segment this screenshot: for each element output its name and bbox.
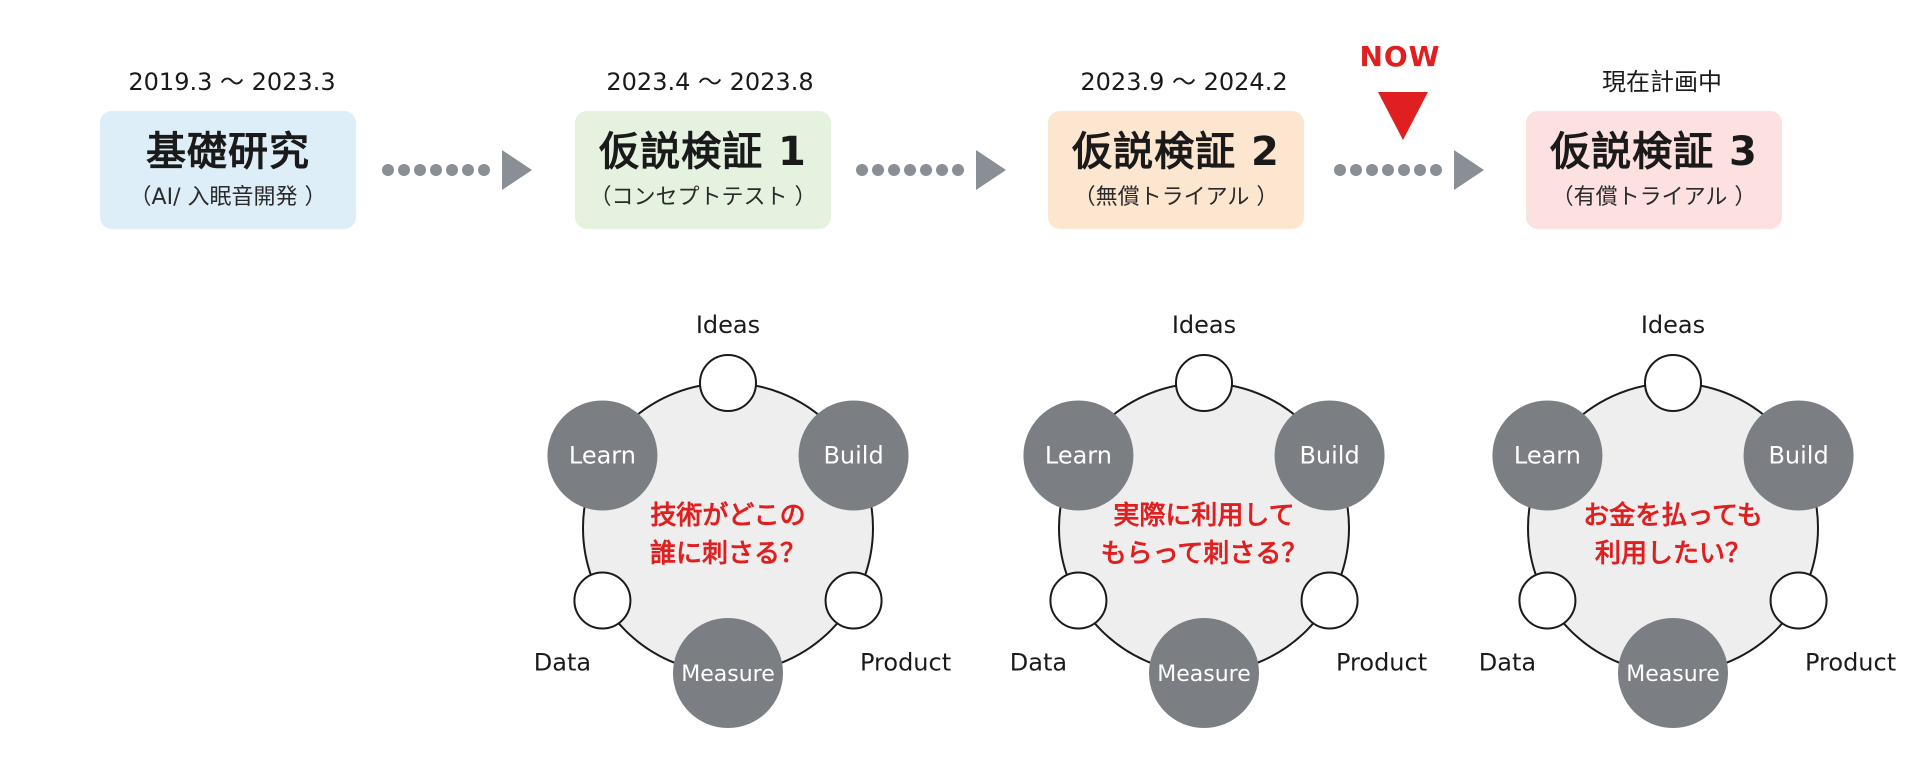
build-node: [1274, 400, 1385, 511]
data-node: [573, 571, 632, 630]
arrow-dot: [888, 164, 900, 176]
arrow-dot: [1334, 164, 1346, 176]
product-node: [1300, 571, 1359, 630]
arrow-dot: [936, 164, 948, 176]
measure-label: Measure: [681, 662, 775, 687]
ideas-node: [699, 354, 757, 412]
question-line-2: 利用したい？: [1595, 539, 1751, 569]
measure-label: Measure: [1157, 662, 1251, 687]
ideas-label: Ideas: [1172, 311, 1236, 339]
build-label: Build: [1768, 442, 1828, 470]
build-label: Build: [823, 442, 883, 470]
timeline-arrows: [382, 150, 1484, 190]
data-node: [1049, 571, 1108, 630]
data-label: Data: [534, 649, 591, 677]
stage-4-title: 仮説検証 3: [1550, 129, 1758, 175]
arrow-dot: [904, 164, 916, 176]
arrow-dot: [856, 164, 868, 176]
product-label: Product: [1336, 649, 1427, 677]
learn-node: [1492, 400, 1603, 511]
arrow-dot: [1366, 164, 1378, 176]
learn-label: Learn: [569, 442, 636, 470]
data-node: [1518, 571, 1577, 630]
arrow-head-icon: [976, 150, 1006, 190]
stage-3-date: 2023.9 〜 2024.2: [1080, 68, 1288, 96]
arrow-dot: [1430, 164, 1442, 176]
measure-node: [1149, 618, 1259, 728]
question-line-1: 実際に利用して: [1113, 500, 1294, 531]
now-label: NOW: [1359, 40, 1441, 73]
arrow-dot: [398, 164, 410, 176]
build-node: [1743, 400, 1854, 511]
product-node: [1769, 571, 1828, 630]
stage-2-title: 仮説検証 1: [599, 129, 807, 175]
arrow-dot: [920, 164, 932, 176]
stage-1-box: 基礎研究 （AI/ 入眠音開発 ）: [100, 111, 356, 229]
stage-2-date: 2023.4 〜 2023.8: [606, 68, 814, 96]
arrow-dot: [382, 164, 394, 176]
question-line-2: 誰に刺さる？: [650, 538, 806, 569]
stage-1-title: 基礎研究: [146, 129, 310, 175]
question-line-1: お金を払っても: [1583, 500, 1762, 531]
stage-4-date: 現在計画中: [1602, 68, 1722, 96]
dotted-arrow-2: [856, 150, 1006, 190]
stage-1-subtitle: （AI/ 入眠音開発 ）: [129, 185, 327, 210]
data-label: Data: [1479, 649, 1536, 677]
arrow-dot: [1350, 164, 1362, 176]
measure-node: [673, 618, 783, 728]
measure-label: Measure: [1626, 662, 1720, 687]
stage-1-date: 2019.3 〜 2023.3: [128, 68, 336, 96]
learn-label: Learn: [1514, 442, 1581, 470]
ideas-node: [1644, 354, 1702, 412]
stage-3-subtitle: （無償トライアル ）: [1073, 185, 1279, 210]
measure-node: [1618, 618, 1728, 728]
arrow-dot: [478, 164, 490, 176]
ideas-label: Ideas: [1641, 311, 1705, 339]
arrow-dot: [414, 164, 426, 176]
question-line-1: 技術がどこの: [650, 500, 805, 531]
data-label: Data: [1010, 649, 1067, 677]
arrow-dot: [872, 164, 884, 176]
arrow-dot: [430, 164, 442, 176]
arrow-dot: [462, 164, 474, 176]
stage-2-subtitle: （コンセプトテスト ）: [589, 185, 817, 210]
arrow-dot: [1414, 164, 1426, 176]
build-label: Build: [1299, 442, 1359, 470]
stage-3-title: 仮説検証 2: [1072, 129, 1280, 175]
stage-2-box: 仮説検証 1 （コンセプトテスト ）: [575, 111, 831, 229]
arrow-head-icon: [502, 150, 532, 190]
stage-4-box: 仮説検証 3 （有償トライアル ）: [1526, 111, 1782, 229]
ideas-node: [1175, 354, 1233, 412]
arrow-dot: [1382, 164, 1394, 176]
stage-4-subtitle: （有償トライアル ）: [1551, 185, 1757, 210]
product-label: Product: [860, 649, 951, 677]
learn-node: [547, 400, 658, 511]
stage-3-box: 仮説検証 2 （無償トライアル ）: [1048, 111, 1304, 229]
question-line-2: もらって刺さる？: [1101, 539, 1308, 569]
arrow-dot: [952, 164, 964, 176]
arrow-dot: [1398, 164, 1410, 176]
dotted-arrow-3: [1334, 150, 1484, 190]
product-node: [824, 571, 883, 630]
arrow-dot: [446, 164, 458, 176]
product-label: Product: [1805, 649, 1896, 677]
learn-label: Learn: [1045, 442, 1112, 470]
build-node: [798, 400, 909, 511]
ideas-label: Ideas: [696, 311, 760, 339]
dotted-arrow-1: [382, 150, 532, 190]
now-marker-icon: [1378, 92, 1428, 140]
learn-node: [1023, 400, 1134, 511]
arrow-head-icon: [1454, 150, 1484, 190]
